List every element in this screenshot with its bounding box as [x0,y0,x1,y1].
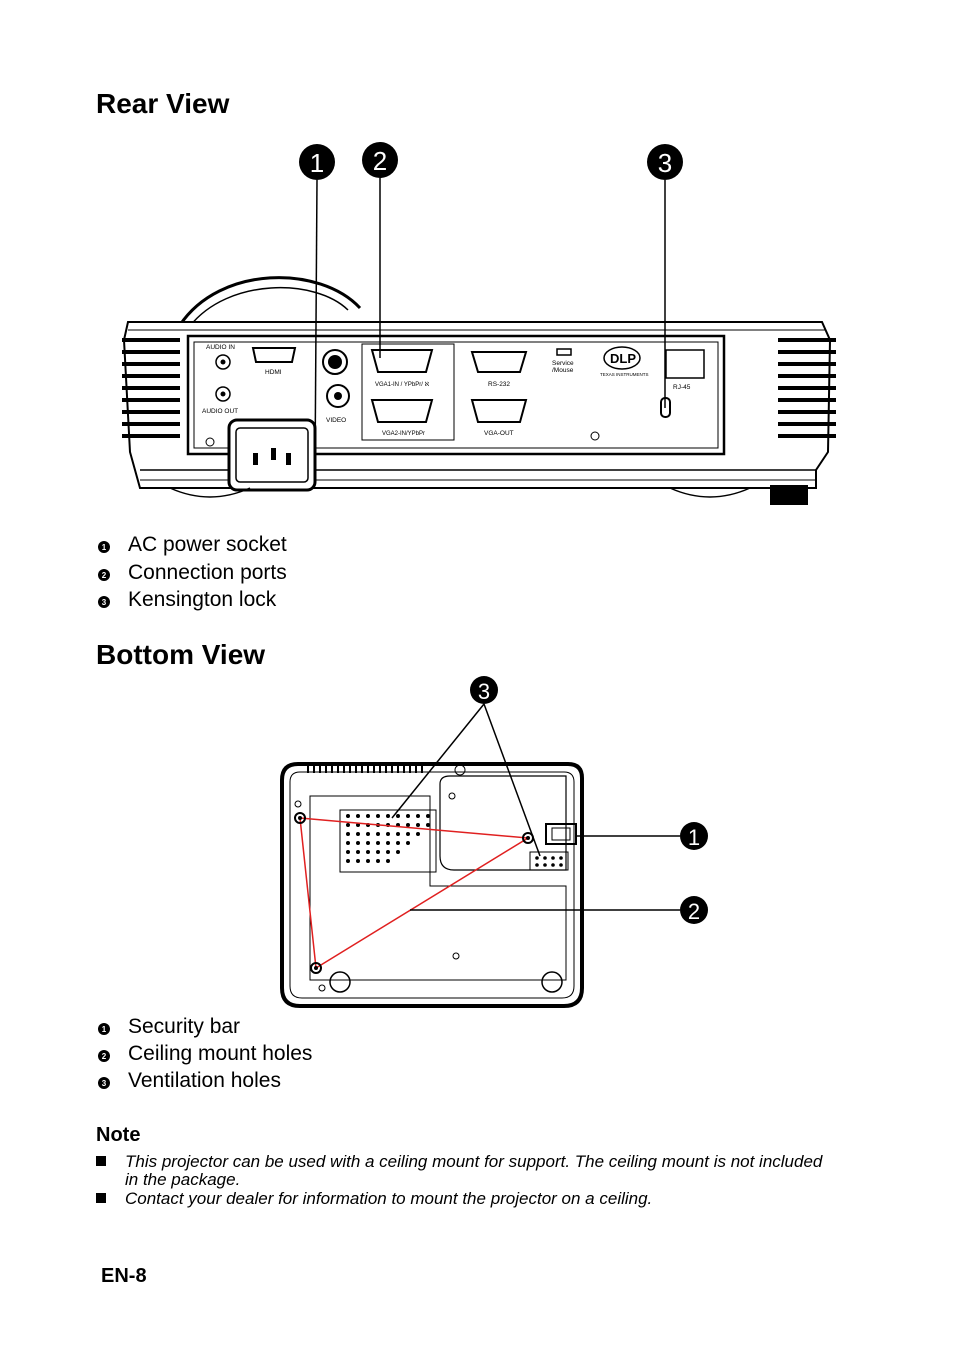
square-bullet-icon [96,1193,106,1203]
note-item: This projector can be used with a ceilin… [96,1153,876,1189]
svg-text:/Mouse: /Mouse [552,367,574,374]
bottom-view-title: Bottom View [96,639,266,670]
svg-text:DLP: DLP [610,351,636,366]
svg-text:3: 3 [478,679,490,704]
square-bullet-icon [96,1156,106,1166]
note-title: Note [96,1124,141,1146]
svg-text:2: 2 [373,146,387,176]
rear-view-title: Rear View [96,88,230,119]
svg-text:3: 3 [658,148,672,178]
svg-text:RS-232: RS-232 [488,381,510,388]
svg-text:TEXAS INSTRUMENTS: TEXAS INSTRUMENTS [600,372,649,377]
svg-text:1: 1 [310,148,324,178]
rear-view-diagram: AUDIO IN AUDIO OUT HDMI VIDEO VGA1-IN / … [122,142,836,505]
svg-text:HDMI: HDMI [265,369,282,376]
bottom-view-diagram: 3 1 2 [280,676,708,1008]
svg-text:VGA-OUT: VGA-OUT [484,430,514,437]
svg-text:1: 1 [688,825,700,850]
svg-text:2: 2 [688,899,700,924]
svg-text:VIDEO: VIDEO [326,417,346,424]
svg-text:VGA2-IN/YPbPr: VGA2-IN/YPbPr [382,431,425,437]
svg-text:Service: Service [552,360,574,367]
svg-text:AUDIO IN: AUDIO IN [206,344,235,351]
svg-text:AUDIO OUT: AUDIO OUT [202,408,238,415]
svg-text:RJ-45: RJ-45 [673,384,691,391]
svg-text:VGA1-IN / YPbPr/ ℵ: VGA1-IN / YPbPr/ ℵ [375,381,430,388]
note-item: Contact your dealer for information to m… [96,1190,876,1208]
page-number: EN-8 [101,1265,147,1287]
